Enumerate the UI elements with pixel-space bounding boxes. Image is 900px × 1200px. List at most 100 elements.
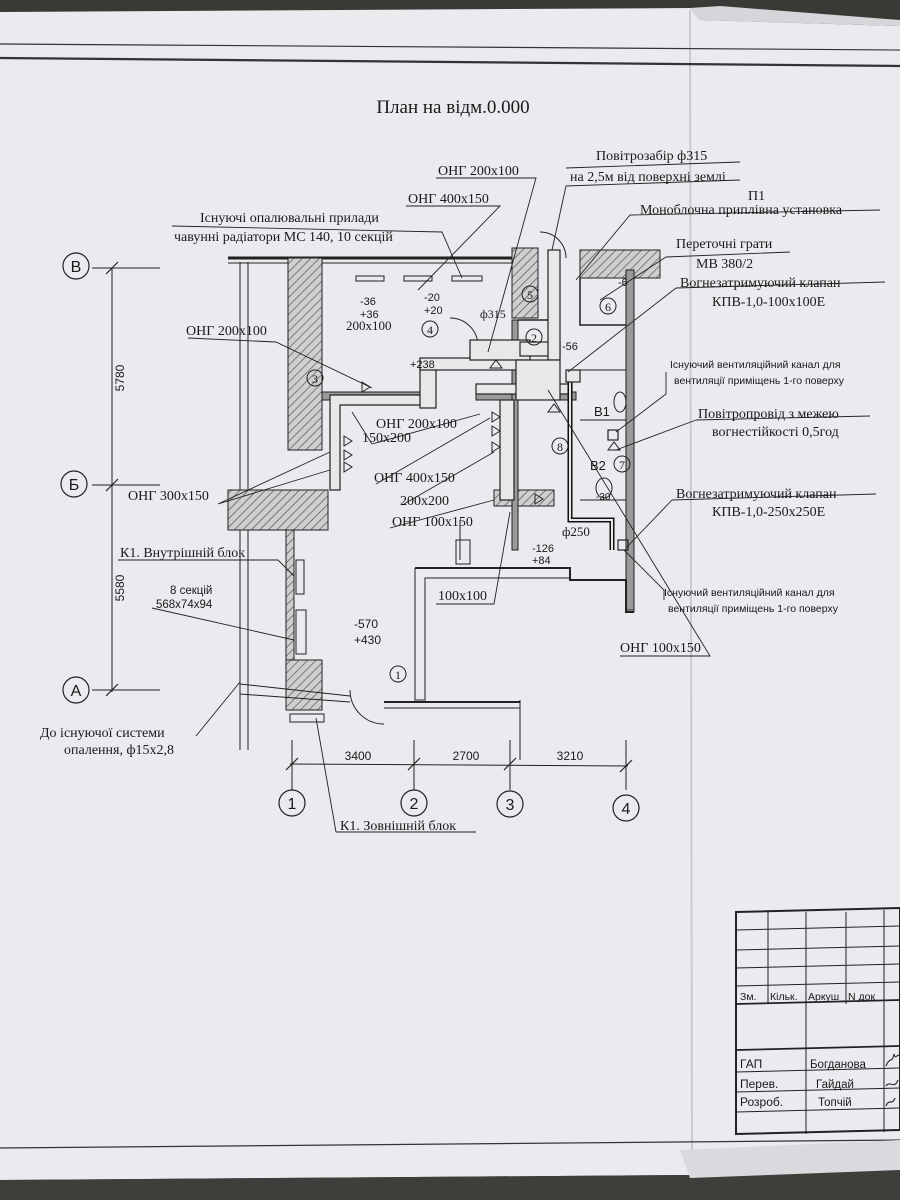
label-heating-1: До існуючої системи xyxy=(40,726,165,741)
tb-perev-role: Перев. xyxy=(740,1077,778,1091)
duct-intake-riser xyxy=(547,249,561,361)
elev-p20: +20 xyxy=(424,305,443,317)
room-6: 6 xyxy=(605,300,611,314)
elev-m30: -30 xyxy=(596,492,611,503)
label-air-intake-1: Повітрозабір ф315 xyxy=(596,149,707,164)
axis-col-4: 4 xyxy=(612,794,640,822)
dim-vertical-lower: 5580 xyxy=(113,574,127,601)
axis-row-a-label: А xyxy=(71,683,82,700)
elev-m126: -126 xyxy=(532,543,554,555)
label-ong-400x150-mid: ОНГ 400х150 xyxy=(374,471,455,486)
room-3: 3 xyxy=(312,372,318,386)
dim-horizontal-2: 2700 xyxy=(453,749,480,763)
walls xyxy=(227,231,661,760)
elev-m36: -36 xyxy=(360,296,376,308)
room-7: 7 xyxy=(619,458,625,472)
tb-rozrob-role: Розроб. xyxy=(740,1095,783,1109)
label-air-intake-2: на 2,5м від поверхні землі xyxy=(570,170,726,185)
paper-sheet xyxy=(0,8,900,1180)
label-p1: П1 xyxy=(748,189,765,204)
axis-col-2: 2 xyxy=(400,789,428,817)
plan-title: План на відм.0.000 xyxy=(376,97,529,118)
ductwork xyxy=(329,249,629,551)
axis-row-a: А xyxy=(62,676,90,704)
desk-bottom xyxy=(0,1165,900,1200)
room-1: 1 xyxy=(395,668,401,682)
room-v2: В2 xyxy=(590,458,606,473)
tb-perev-name: Гайдай xyxy=(816,1079,854,1091)
tb-header-kilk: Кільк. xyxy=(770,991,798,1003)
callouts: ОНГ 200х100 Повітрозабір ф315 на 2,5м ві… xyxy=(40,149,845,834)
label-sections-2: 568х74х94 xyxy=(156,599,213,611)
label-ong-100x150-low: ОНГ 100х150 xyxy=(620,641,701,656)
dim-horizontal-3: 3210 xyxy=(557,749,584,763)
label-ong-400x150-top: ОНГ 400х150 xyxy=(408,192,489,207)
label-phi315: ф315 xyxy=(480,307,506,321)
label-size-150x200: 150х200 xyxy=(362,431,411,446)
label-sections-1: 8 секцій xyxy=(170,585,212,597)
label-size-100x100: 100х100 xyxy=(438,589,487,604)
label-ong-200x100-top: ОНГ 200х100 xyxy=(438,164,519,179)
label-exist-channel-2a: Існуючий вентиляційний канал для xyxy=(664,587,835,599)
elev-m6: -6 xyxy=(618,277,628,289)
axis-col-3: 3 xyxy=(496,790,524,818)
label-heaters-2: чавунні радіатори МС 140, 10 секцій xyxy=(174,230,393,245)
room-v1: В1 xyxy=(594,404,610,419)
axis-col-4-label: 4 xyxy=(622,801,631,818)
axis-col-2-label: 2 xyxy=(410,796,419,813)
axis-col-1-label: 1 xyxy=(288,796,297,813)
outdoor-unit-block xyxy=(285,659,323,711)
label-ong-100x150-mid: ОНГ 100х150 xyxy=(392,515,473,530)
label-valve1-1: Вогнезатримуючий клапан xyxy=(680,276,841,291)
label-exist-channel-2b: вентиляції приміщень 1-го поверху xyxy=(668,603,839,615)
elevation-marks: -36 +36 -20 +20 +238 -56 -6 -126 +84 -57… xyxy=(354,277,628,647)
grid-axes: В Б А 5780 5580 3400 2700 3210 1 2 xyxy=(60,252,640,822)
label-ong-300x150: ОНГ 300х150 xyxy=(128,489,209,504)
room-2: 2 xyxy=(531,331,537,345)
signature-scribble xyxy=(885,1053,900,1107)
tb-rozrob-name: Топчій xyxy=(818,1097,852,1109)
label-grilles-1: Переточні грати xyxy=(676,237,773,252)
wall-block-top-right xyxy=(579,249,661,279)
label-exist-channel-1a: Існуючий вентиляційний канал для xyxy=(670,359,841,371)
label-size-200x200: 200х200 xyxy=(400,494,449,509)
axis-row-b-label: Б xyxy=(69,477,80,494)
axis-row-v: В xyxy=(62,252,90,280)
room-markers: 3 4 5 6 2 8 7 1 В1 В2 xyxy=(306,285,631,683)
label-ong-200x100-left: ОНГ 200х100 xyxy=(186,324,267,339)
title-block: Зм. Кільк. Аркуш N док ГАП Богданова Пер… xyxy=(735,906,900,1136)
dim-vertical-upper: 5780 xyxy=(113,364,127,391)
label-valve2-2: КПВ-1,0-250х250Е xyxy=(712,505,825,520)
elev-m570: -570 xyxy=(354,617,378,631)
label-valve2-1: Вогнезатримуючий клапан xyxy=(676,487,837,502)
tb-header-zm: Зм. xyxy=(740,991,756,1003)
room-4: 4 xyxy=(427,323,433,337)
leader-lines xyxy=(118,161,886,833)
label-phi250: ф250 xyxy=(562,524,590,539)
room-8: 8 xyxy=(557,440,563,454)
axis-row-v-label: В xyxy=(71,259,82,276)
label-duct-fire-2: вогнестійкості 0,5год xyxy=(712,425,839,440)
label-ong-200x100-mid: ОНГ 200х100 xyxy=(376,417,457,432)
axis-col-1: 1 xyxy=(278,789,306,817)
label-k1-outer: К1. Зовнішній блок xyxy=(340,819,456,834)
elev-p36: +36 xyxy=(360,309,379,321)
room-5: 5 xyxy=(527,288,533,302)
wall-block-top-mid xyxy=(511,247,539,319)
elev-m56: -56 xyxy=(562,341,578,353)
label-valve1-2: КПВ-1,0-100х100Е xyxy=(712,295,825,310)
label-grilles-2: МВ 380/2 xyxy=(696,257,753,272)
dim-horizontal-1: 3400 xyxy=(345,749,372,763)
wall-column-left xyxy=(287,257,323,451)
label-monoblock: Моноблочна приплівна установка xyxy=(640,203,843,218)
elev-p84: +84 xyxy=(532,555,551,567)
elev-m20: -20 xyxy=(424,292,440,304)
wall-axis-b-left xyxy=(227,489,329,531)
label-heaters-1: Існуючі опалювальні прилади xyxy=(200,211,379,226)
tb-header-arkush: Аркуш xyxy=(808,991,839,1003)
tb-header-ndok: N док xyxy=(848,991,875,1003)
label-duct-fire-1: Повітропровід з межею xyxy=(698,407,839,422)
axis-row-b: Б xyxy=(60,470,88,498)
tb-gap-role: ГАП xyxy=(740,1057,762,1071)
